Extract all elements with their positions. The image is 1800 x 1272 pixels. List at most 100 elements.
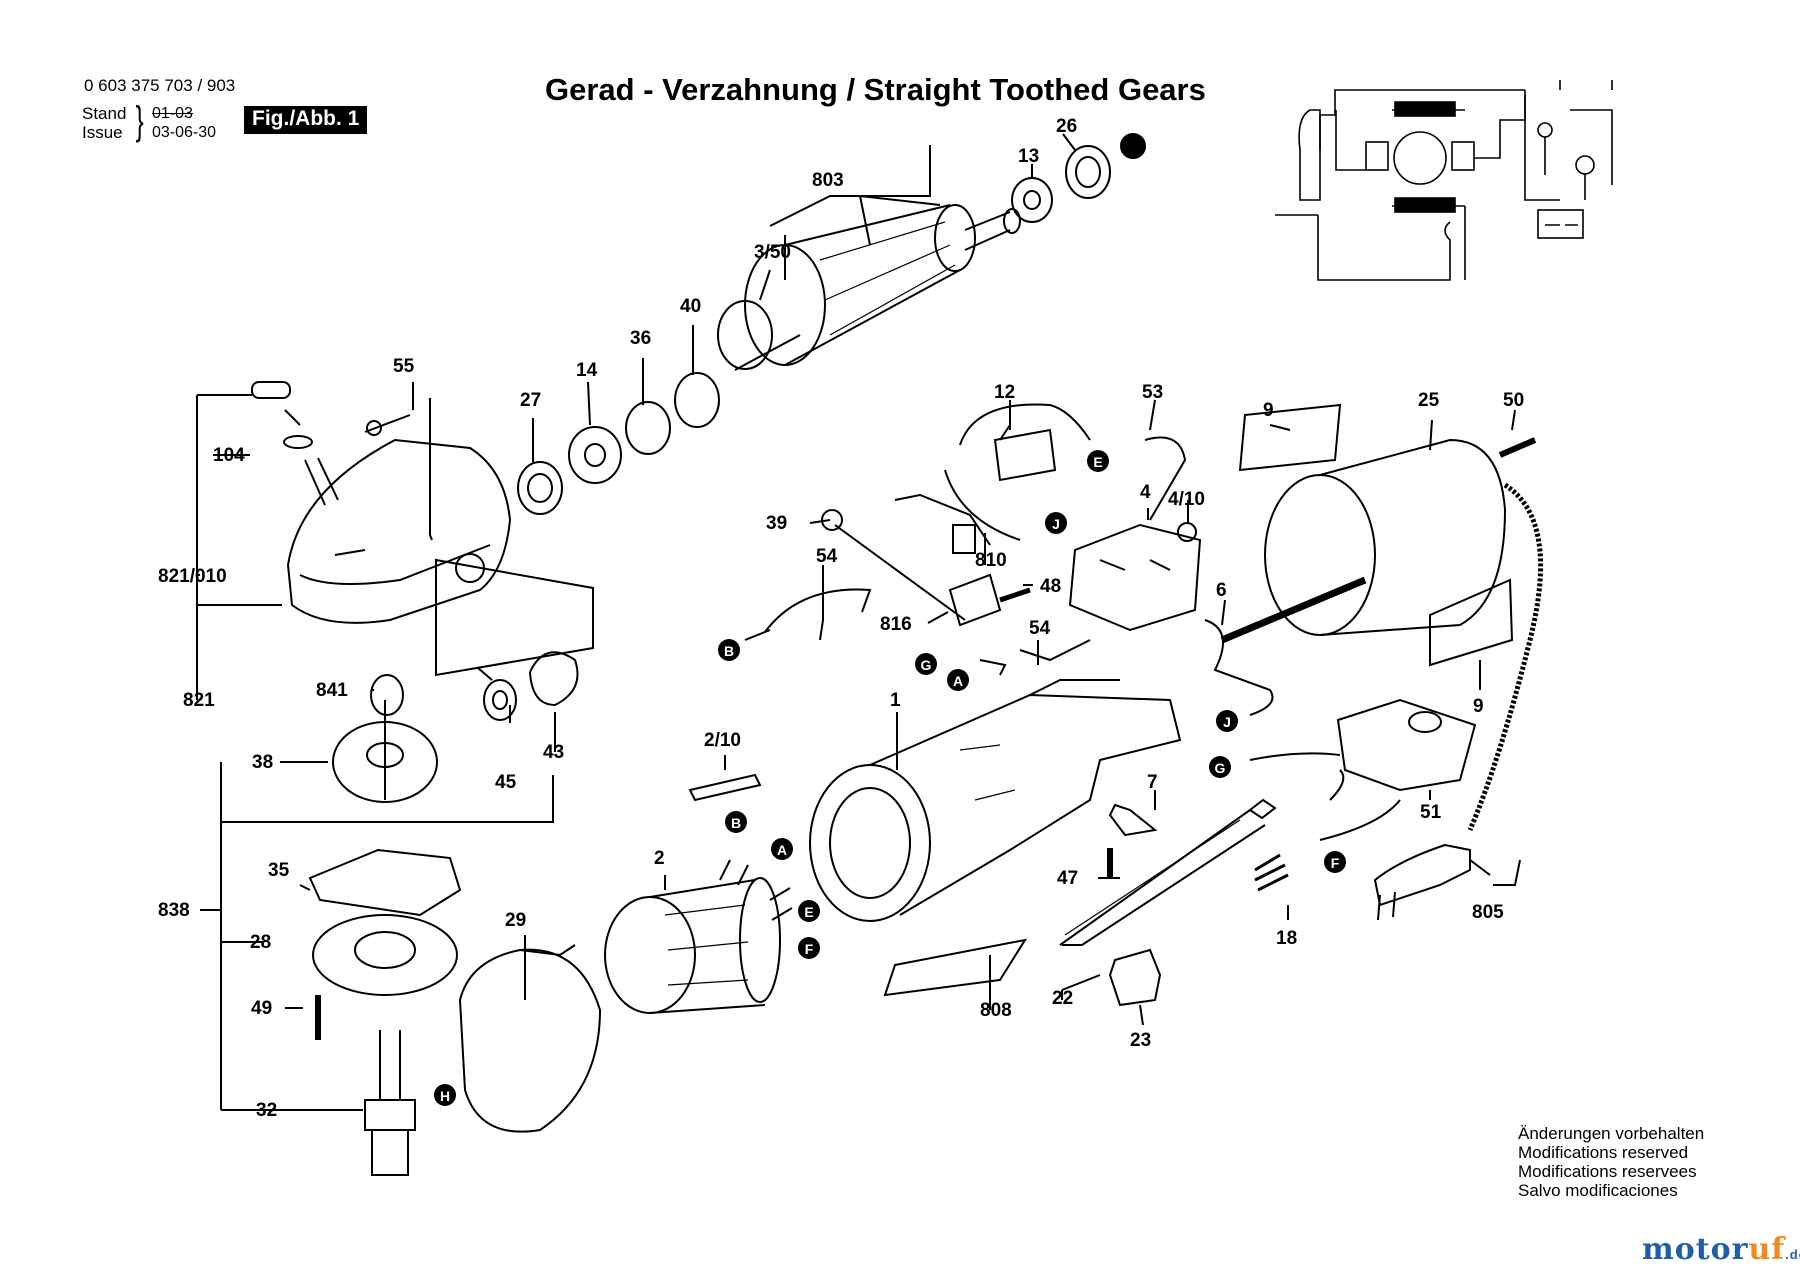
callout-36: 36 [630,328,651,349]
brush-holder-4 [1068,523,1202,632]
marker-j1: J [1045,512,1067,534]
connection-markers: J J E E B B G G A A F F H [434,450,1346,1106]
marker-h1: H [434,1084,456,1106]
marker-b2: B [725,811,747,833]
gear-head-housing [286,438,512,624]
note-en: Modifications reserved [1518,1143,1689,1162]
screw-48 [999,587,1031,603]
fan-guide-29 [458,944,602,1133]
spring [284,409,301,426]
callout-47: 47 [1057,868,1078,889]
callout-54a: 54 [816,546,838,567]
brand-part-b: uf [1748,1232,1786,1267]
leader-lines [196,133,1521,1111]
note-de: Änderungen vorbehalten [1518,1124,1705,1143]
wire-39 [834,524,966,621]
brace-glyph: } [135,99,144,143]
ring-26 [1065,145,1111,199]
marker-a2: A [771,838,793,860]
part-810 [952,524,976,554]
callout-50: 50 [1503,390,1524,411]
clip-39 [821,509,843,531]
pin [304,457,339,506]
marker-f2: F [798,937,820,959]
marker-f1: F [1324,851,1346,873]
callout-27: 27 [520,390,541,411]
callout-18: 18 [1276,928,1297,949]
svg-text:F: F [1331,855,1340,871]
callout-22: 22 [1052,988,1073,1009]
callout-25: 25 [1418,390,1440,411]
wire-12 [944,403,1091,541]
spring-18 [1254,853,1289,892]
callout-808: 808 [980,1000,1012,1021]
svg-text:J: J [1223,714,1231,730]
electronics-51 [1249,698,1477,841]
circlip-40 [674,372,720,428]
wire-54b [744,588,872,641]
note-es: Salvo modificaciones [1518,1181,1678,1200]
callout-43: 43 [543,742,564,763]
connector-a [979,659,1007,676]
callout-29: 29 [505,910,526,931]
part-7 [1108,803,1158,837]
callout-4-10: 4/10 [1168,489,1205,510]
wiring-schematic [1275,80,1613,281]
callout-39: 39 [766,513,787,534]
part-2-10 [688,773,762,802]
callout-51: 51 [1420,802,1442,823]
bearing-13 [1011,177,1053,223]
lubricate-dot-icon [1120,133,1146,159]
key-part [477,667,493,681]
callout-9a: 9 [1263,400,1274,421]
plug-805 [1373,843,1471,907]
stand-label: Stand [82,104,127,123]
callout-2: 2 [654,848,665,869]
suppressor-12 [993,428,1057,482]
armature [717,204,1021,371]
callout-35: 35 [268,860,290,881]
callout-48: 48 [1040,576,1061,597]
cap-104 [251,381,291,399]
wire-53 [1144,436,1187,521]
svg-text:B: B [724,643,734,659]
washer [283,435,313,449]
callout-45: 45 [495,772,517,793]
stand-issue-labels: Stand Issue [82,104,126,142]
callout-12: 12 [994,382,1015,403]
brand-part-a: motor [1642,1232,1749,1267]
field-winding-2 [604,859,793,1014]
callout-810: 810 [975,550,1007,571]
callout-821-010: 821/010 [158,566,227,587]
callout-816: 816 [880,614,912,635]
cover-25 [1264,438,1507,636]
screw-55 [364,414,411,433]
svg-text:G: G [1215,760,1226,776]
screw-4-10 [1177,522,1197,542]
label-9a [1238,403,1342,472]
figure-label: Fig./Abb. 1 [244,106,368,134]
svg-text:J: J [1052,516,1060,532]
marker-j2: J [1216,710,1238,732]
callout-841: 841 [316,680,348,701]
callout-23: 23 [1130,1030,1151,1051]
bevel-gear-38 [332,700,438,803]
wire-j [1204,619,1274,716]
callout-805: 805 [1472,902,1504,923]
callout-6: 6 [1216,580,1227,601]
callout-40: 40 [680,296,701,317]
part-816 [948,573,1002,627]
callout-4: 4 [1140,482,1151,503]
label-9b [1429,578,1514,667]
modifications-notes: Änderungen vorbehalten Modifications res… [1518,1124,1704,1200]
wire-54a [894,493,991,546]
flange-28 [312,914,458,996]
callout-2-10: 2/10 [704,730,741,751]
ring-36 [625,401,671,455]
callout-14: 14 [576,360,598,381]
marker-e2: E [798,900,820,922]
svg-text:E: E [804,904,813,920]
switch-rod-22 [1059,798,1277,946]
callout-38: 38 [252,752,273,773]
brand-logo: motoruf.de [1642,1232,1800,1267]
